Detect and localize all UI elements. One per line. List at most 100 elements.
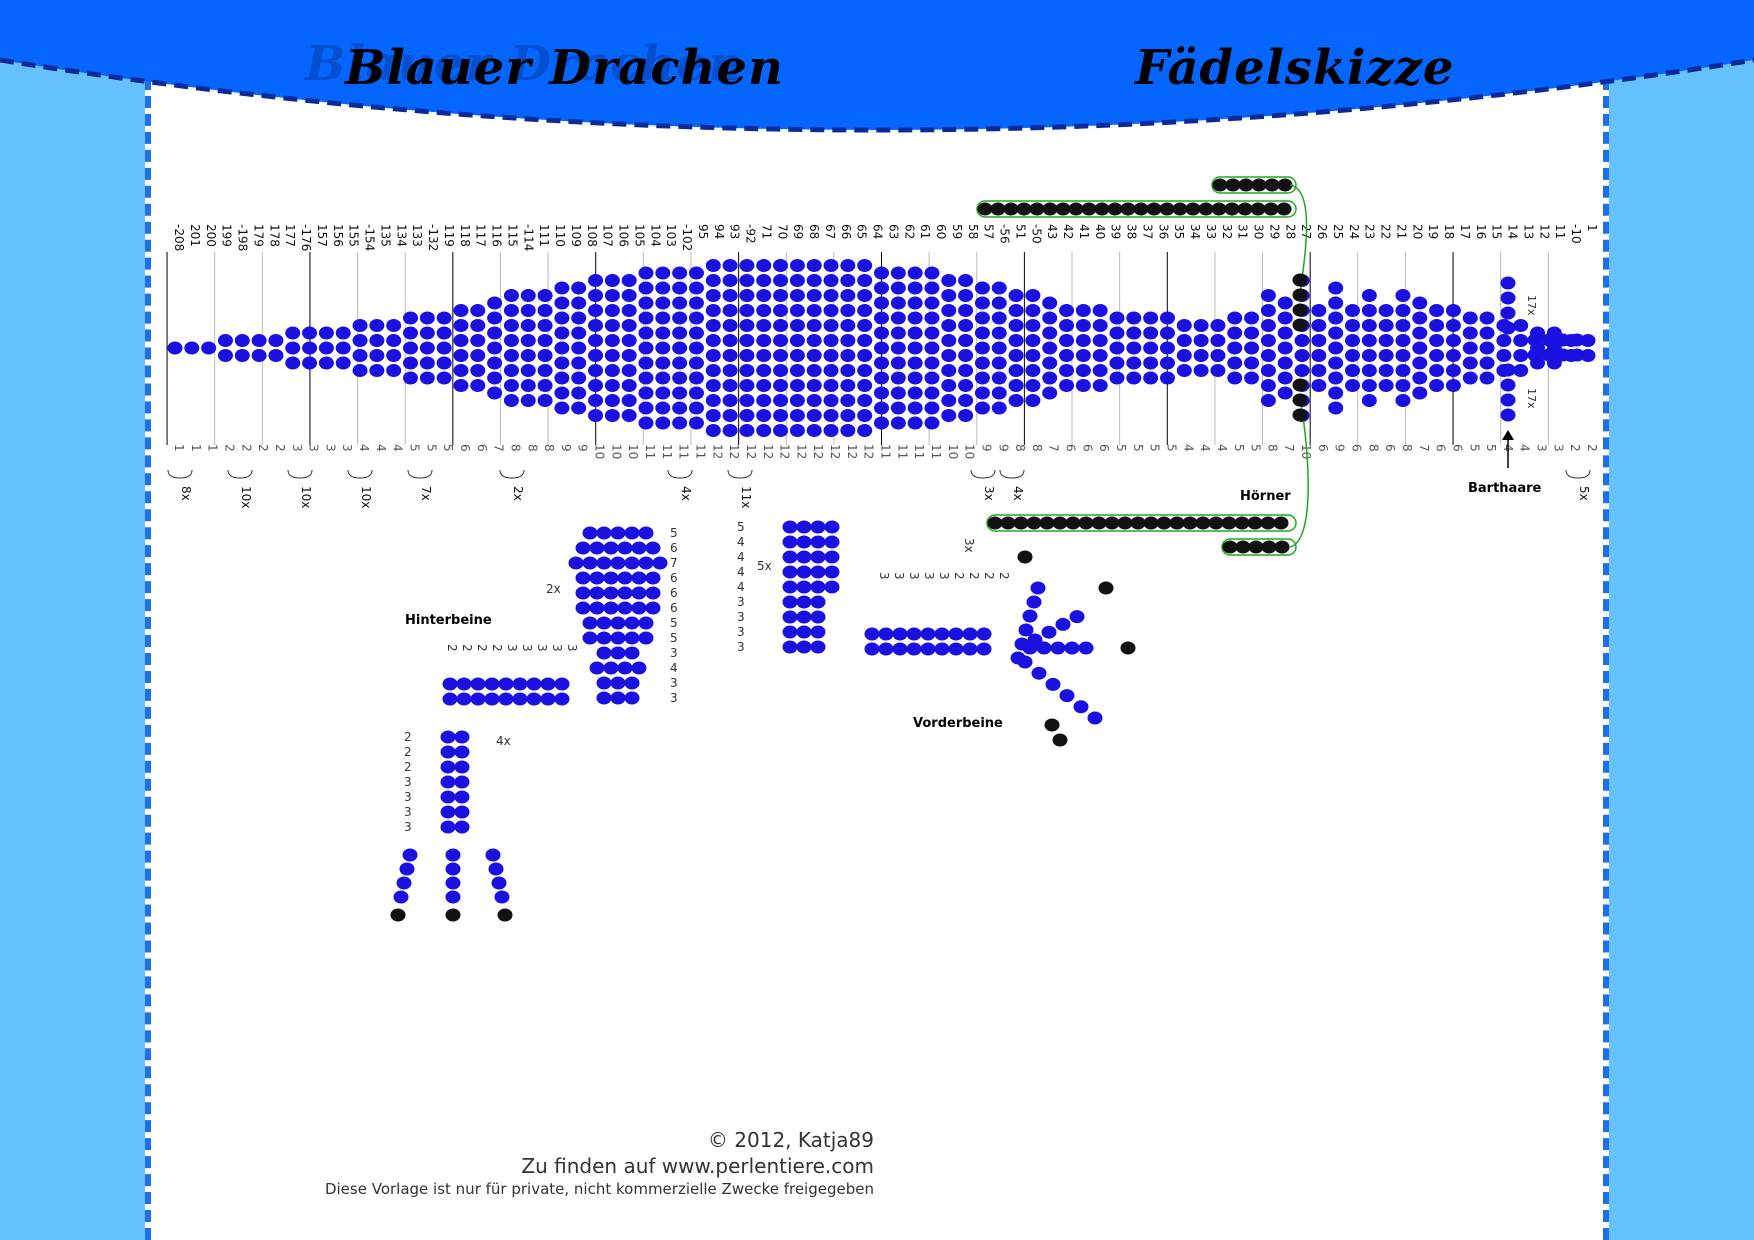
bead — [1500, 363, 1516, 377]
bead — [1527, 348, 1543, 362]
bead — [1274, 540, 1290, 554]
bead — [974, 341, 990, 355]
bead-count: 5 — [441, 444, 455, 452]
bead — [1159, 371, 1175, 385]
bead — [1328, 326, 1344, 340]
bead — [810, 595, 826, 609]
bead — [823, 274, 839, 287]
bead — [1030, 581, 1046, 595]
bead — [1025, 379, 1041, 392]
bead — [705, 364, 721, 377]
bead — [1126, 326, 1142, 340]
bead — [335, 356, 351, 370]
bead — [1210, 334, 1226, 347]
bead — [1059, 334, 1075, 347]
bead — [739, 304, 755, 317]
bead — [454, 775, 470, 789]
bead — [624, 676, 640, 690]
bead — [974, 401, 990, 415]
bead-count: 4 — [391, 444, 405, 452]
bead — [890, 386, 906, 400]
bead — [436, 326, 452, 340]
bead — [941, 274, 957, 287]
bead — [403, 341, 418, 355]
bead — [756, 364, 772, 377]
bead — [1109, 311, 1125, 325]
bead — [1025, 334, 1041, 347]
bead — [631, 661, 647, 675]
bead — [419, 326, 435, 340]
bead — [655, 386, 671, 400]
bead — [782, 595, 798, 609]
bead — [537, 334, 553, 347]
bead — [1068, 202, 1084, 216]
bead — [484, 692, 500, 706]
bead-count: 6 — [475, 444, 489, 452]
bead — [485, 848, 501, 862]
bead — [503, 379, 519, 392]
bead — [645, 601, 661, 615]
bead — [1328, 401, 1344, 415]
bead — [1345, 364, 1360, 377]
bead — [1109, 326, 1125, 340]
bead — [974, 371, 990, 385]
bead — [1052, 733, 1068, 747]
bead — [840, 409, 856, 422]
repeat-brace — [347, 469, 373, 479]
bead — [571, 371, 587, 385]
bead — [1159, 356, 1175, 370]
bead — [672, 311, 688, 325]
bead — [1378, 364, 1394, 377]
bead — [705, 304, 721, 317]
bead — [958, 394, 974, 407]
bead — [1412, 296, 1428, 310]
bead — [621, 304, 637, 317]
row-number: 33 — [1204, 224, 1218, 239]
bead — [1008, 379, 1024, 392]
bead — [1208, 516, 1224, 530]
row-number: 67 — [823, 224, 837, 239]
right-margin — [1609, 0, 1754, 1240]
bead — [234, 334, 250, 347]
bead — [1227, 371, 1243, 385]
bead — [892, 642, 908, 656]
bead — [705, 274, 721, 287]
bead — [890, 416, 906, 430]
bead — [1212, 178, 1228, 192]
bead — [1250, 202, 1266, 216]
bead — [1292, 288, 1308, 302]
bead — [386, 364, 402, 377]
bead — [958, 364, 974, 377]
bead — [722, 424, 738, 437]
hind-count: 6 — [670, 601, 678, 615]
bead — [440, 790, 456, 804]
bead — [824, 580, 840, 594]
bead-count: 1 — [189, 444, 203, 452]
bead — [773, 409, 789, 422]
bead — [1039, 516, 1055, 530]
bead — [596, 556, 612, 570]
bead — [302, 326, 318, 340]
bead — [924, 326, 940, 340]
hind-repeat: 2x — [546, 582, 561, 596]
bead — [1513, 334, 1529, 347]
bead — [603, 541, 619, 555]
row-number: 25 — [1331, 224, 1345, 239]
bead — [1500, 276, 1516, 290]
bead — [840, 274, 856, 287]
bead — [806, 394, 822, 407]
bead — [796, 595, 812, 609]
bead — [810, 625, 826, 639]
bead-count: 12 — [761, 444, 775, 459]
bead — [1311, 334, 1327, 347]
bead — [806, 379, 822, 392]
bead — [1244, 356, 1260, 370]
row-number: 35 — [1172, 224, 1186, 239]
hind-count: 6 — [670, 541, 678, 555]
bead — [1159, 311, 1175, 325]
bead — [722, 259, 738, 272]
bead-count: 3 — [1535, 444, 1549, 452]
bead — [1091, 516, 1107, 530]
bead-count: 5 — [1249, 444, 1263, 452]
bead — [631, 571, 647, 585]
